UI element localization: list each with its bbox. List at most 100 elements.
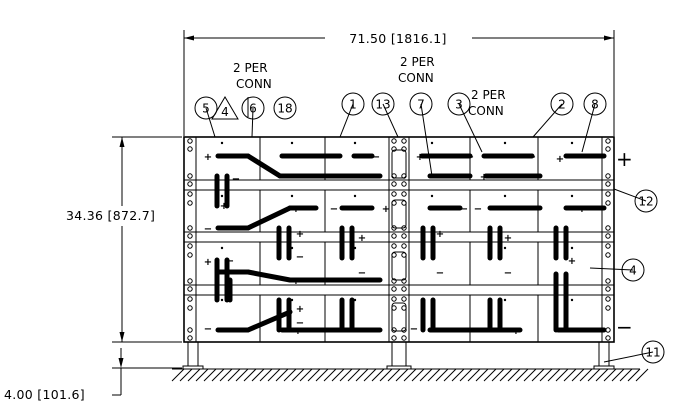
frame-rivet bbox=[605, 278, 611, 284]
balloon-circle bbox=[409, 92, 433, 116]
battery-cells bbox=[187, 137, 611, 342]
balloon-leader bbox=[581, 103, 596, 153]
balloon-circle bbox=[447, 92, 471, 116]
ground-hatch-line bbox=[387, 368, 401, 382]
frame-rivet bbox=[401, 146, 407, 152]
ground-hatch-line bbox=[203, 368, 217, 382]
polarity-mark-minus: − bbox=[224, 282, 232, 293]
balloon-number: 3 bbox=[455, 98, 463, 112]
polarity-mark-plus: + bbox=[292, 276, 300, 287]
polarity-mark-plus: + bbox=[504, 233, 512, 244]
frame-rivet bbox=[401, 225, 407, 231]
frame-rivet bbox=[187, 233, 193, 239]
frame-rivet bbox=[401, 335, 407, 341]
ground-hatch-line bbox=[299, 368, 313, 382]
frame-rivet bbox=[391, 278, 397, 284]
ground-hatch-line bbox=[243, 368, 257, 382]
polarity-mark-minus: − bbox=[372, 152, 380, 163]
polarity-mark-minus: − bbox=[528, 152, 536, 163]
balloon-circle bbox=[341, 92, 365, 116]
ground-hatch-line bbox=[339, 368, 353, 382]
frame-rivet bbox=[187, 327, 193, 333]
frame-rivet bbox=[391, 200, 397, 206]
frame-rivet bbox=[401, 181, 407, 187]
note-line-1: 2 PER bbox=[233, 61, 268, 75]
balloon-leader bbox=[205, 107, 216, 138]
balloon-circle bbox=[634, 189, 658, 213]
ground-hatch-line bbox=[403, 368, 417, 382]
note-line-1: 2 PER bbox=[400, 55, 435, 69]
ground-hatch-line bbox=[627, 368, 641, 382]
balloon-number: 1 bbox=[349, 98, 357, 112]
bus-strap bbox=[245, 153, 283, 179]
balloon-number: 8 bbox=[591, 98, 599, 112]
cell-vent-dot bbox=[290, 194, 294, 198]
polarity-mark-minus: − bbox=[330, 204, 338, 215]
polarity-mark-plus: + bbox=[480, 172, 488, 183]
frame-rivet bbox=[401, 278, 407, 284]
frame-rivet bbox=[605, 138, 611, 144]
balloon-leader bbox=[589, 267, 634, 271]
frame-rivet bbox=[401, 173, 407, 179]
frame-rivet bbox=[391, 296, 397, 302]
frame-rivet bbox=[401, 191, 407, 197]
balloon-leader bbox=[382, 103, 399, 138]
ground-hatch-line bbox=[315, 368, 329, 382]
polarity-mark-plus: + bbox=[436, 229, 444, 240]
cell-vent-dot bbox=[220, 194, 224, 198]
balloon-number: 18 bbox=[277, 102, 292, 116]
polarity-mark-minus: − bbox=[466, 152, 474, 163]
ground-hatch-line bbox=[195, 368, 209, 382]
ground-hatch-line bbox=[347, 368, 361, 382]
ground-hatch-line bbox=[451, 368, 465, 382]
ground-hatch-line bbox=[427, 368, 441, 382]
cell-vent-dot bbox=[503, 298, 507, 302]
frame-rivet bbox=[391, 181, 397, 187]
frame-rivet bbox=[605, 200, 611, 206]
polarity-mark-minus: − bbox=[232, 174, 240, 185]
note-2-per-conn-right: 2 PER CONN bbox=[468, 88, 506, 118]
ground-hatch-line bbox=[603, 368, 617, 382]
ground-hatch bbox=[171, 368, 649, 382]
positive-terminal-sign: + bbox=[616, 147, 633, 171]
note-line-2: CONN bbox=[236, 77, 272, 91]
ground-hatch-line bbox=[515, 368, 529, 382]
ground-hatch-line bbox=[507, 368, 521, 382]
ground-hatch-line bbox=[323, 368, 337, 382]
rack-frame bbox=[183, 136, 615, 343]
balloon-number: 4 bbox=[629, 264, 637, 278]
polarity-mark-minus: − bbox=[204, 324, 212, 335]
cell-vent-dot bbox=[220, 141, 224, 145]
frame-rivet bbox=[605, 305, 611, 311]
polarity-mark-plus: + bbox=[220, 201, 228, 212]
note-line-2: CONN bbox=[398, 71, 434, 85]
frame-rivet bbox=[401, 243, 407, 249]
flag-note-number: 4 bbox=[221, 105, 229, 119]
balloon-number: 7 bbox=[417, 98, 425, 112]
base-height-dimension: 4.00 [101.6] bbox=[4, 348, 182, 402]
ground-hatch-line bbox=[283, 368, 297, 382]
polarity-mark-minus: − bbox=[474, 204, 482, 215]
note-line-2: CONN bbox=[468, 104, 504, 118]
polarity-mark-plus: + bbox=[296, 304, 304, 315]
ground-hatch-line bbox=[443, 368, 457, 382]
polarity-mark-minus: − bbox=[296, 252, 304, 263]
cell-vent-dot bbox=[503, 141, 507, 145]
balloon-circle bbox=[583, 92, 607, 116]
balloon-number: 5 bbox=[202, 102, 210, 116]
polarity-mark-plus: + bbox=[292, 204, 300, 215]
frame-rivet bbox=[401, 200, 407, 206]
frame-rivet bbox=[401, 286, 407, 292]
frame-rivet bbox=[605, 286, 611, 292]
cell-vent-dot bbox=[503, 246, 507, 250]
frame-rivet bbox=[391, 191, 397, 197]
ground-hatch-line bbox=[499, 368, 513, 382]
cell-vent-dot bbox=[220, 246, 224, 250]
ground-hatch-line bbox=[611, 368, 625, 382]
balloon-leader bbox=[251, 107, 254, 138]
balloon-number: 13 bbox=[375, 98, 390, 112]
ground-hatch-line bbox=[355, 368, 369, 382]
frame-rivet bbox=[391, 146, 397, 152]
frame-rivet bbox=[391, 173, 397, 179]
ground-hatch-line bbox=[619, 368, 633, 382]
